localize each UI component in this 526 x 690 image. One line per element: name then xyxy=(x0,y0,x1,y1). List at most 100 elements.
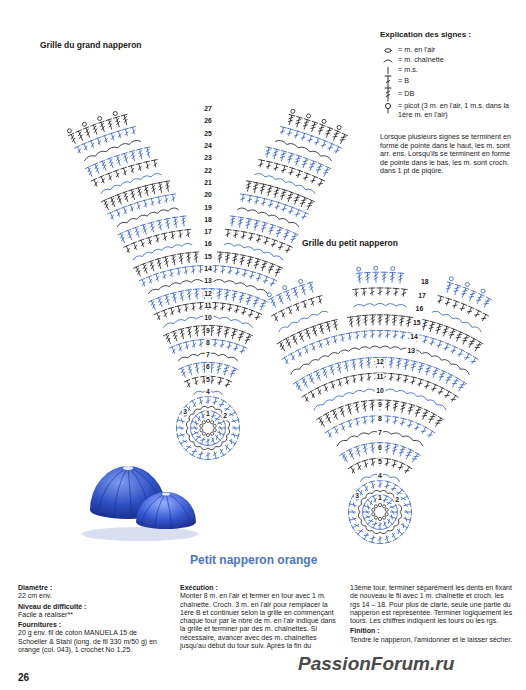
stitch-line xyxy=(201,438,204,444)
stitch-line xyxy=(341,136,345,138)
stitch-line xyxy=(217,328,221,330)
stitch-line xyxy=(460,384,464,385)
chain-loop xyxy=(396,304,407,307)
stitch-line xyxy=(409,421,411,428)
stitch-line xyxy=(215,416,220,421)
chain-loop xyxy=(152,249,162,253)
stitch-line xyxy=(248,256,254,257)
chain-loop xyxy=(172,245,182,248)
stitch-line xyxy=(146,149,149,152)
stitch-line xyxy=(444,327,447,336)
stitch-line xyxy=(254,220,260,221)
stitch-line xyxy=(363,512,370,513)
stitch-line xyxy=(411,381,415,382)
stitch-line xyxy=(350,518,357,520)
chain-loop xyxy=(228,357,238,361)
stitch-line xyxy=(352,469,354,473)
stitch-line xyxy=(276,269,280,271)
chain-loop xyxy=(254,249,264,253)
stitch-line xyxy=(371,537,375,538)
stitch-line xyxy=(215,266,216,273)
stitch-line xyxy=(346,420,352,422)
chain-loop xyxy=(300,364,309,369)
stitch-line xyxy=(361,444,367,445)
stitch-line xyxy=(149,279,151,283)
stitch-line xyxy=(110,162,113,165)
stitch-line xyxy=(129,150,135,152)
stitch-line xyxy=(369,458,375,460)
stitch-line xyxy=(421,430,425,431)
stitch-line xyxy=(407,322,411,324)
stitch-line xyxy=(241,198,245,200)
stitch-line xyxy=(343,454,345,458)
stitch-line xyxy=(275,164,277,171)
stitch-line xyxy=(341,337,344,340)
stitch-line xyxy=(343,361,349,362)
stitch-line xyxy=(239,331,242,340)
stitch-line xyxy=(363,420,366,423)
stitch-line xyxy=(144,200,146,207)
stitch-line xyxy=(109,159,112,162)
stitch-line xyxy=(222,303,224,310)
stitch-line xyxy=(136,231,139,234)
stitch-line xyxy=(450,329,454,338)
stitch-line xyxy=(318,163,324,165)
stitch-line xyxy=(334,320,336,330)
chain-loop xyxy=(258,212,268,216)
stitch-line xyxy=(304,122,308,123)
stitch-line xyxy=(254,185,258,187)
stitch-line xyxy=(336,146,341,149)
stitch-line xyxy=(422,427,425,433)
stitch-line xyxy=(337,364,340,367)
stitch-line xyxy=(412,361,418,362)
stitch-line xyxy=(170,193,176,195)
sea-urchin-photo xyxy=(82,466,198,541)
stitch-line xyxy=(227,304,233,305)
stitch-line xyxy=(187,230,189,237)
stitch-line xyxy=(274,163,280,165)
stitch-line xyxy=(153,304,155,308)
stitch-line xyxy=(187,381,190,387)
stitch-line xyxy=(109,132,115,134)
stitch-line xyxy=(288,120,292,121)
stitch-line xyxy=(173,194,174,201)
stitch-line xyxy=(270,263,276,265)
stitch-line xyxy=(406,494,409,499)
chain-loop xyxy=(162,247,172,251)
stitch-line xyxy=(307,205,311,207)
stitch-line xyxy=(402,419,404,426)
stitch-line xyxy=(229,267,231,274)
chain-loop xyxy=(421,353,431,357)
stitch-line xyxy=(388,519,390,523)
stitch-line xyxy=(135,202,141,204)
stitch-line xyxy=(95,164,99,173)
stitch-line xyxy=(397,361,401,363)
chain-loop xyxy=(194,442,200,447)
stitch-line xyxy=(365,461,367,468)
stitch-line xyxy=(179,255,182,258)
stitch-line xyxy=(397,529,402,534)
stitch-line xyxy=(316,372,318,376)
stitch-line xyxy=(271,313,276,316)
chain-loop xyxy=(353,304,364,307)
stitch-line xyxy=(364,516,370,519)
stitch-line xyxy=(181,329,184,339)
stitch-line xyxy=(114,209,120,211)
stitch-line xyxy=(174,222,177,225)
stitch-line xyxy=(401,336,405,338)
chain-loop xyxy=(222,436,227,442)
picot xyxy=(113,111,117,115)
stitch-line xyxy=(371,462,374,465)
stitch-line xyxy=(128,204,134,206)
stitch-line xyxy=(362,292,365,295)
stitch-line xyxy=(208,439,209,446)
stitch-line xyxy=(289,115,292,125)
stitch-line xyxy=(299,284,305,286)
stitch-line xyxy=(186,289,192,291)
stitch-line xyxy=(226,255,230,257)
chain-loop xyxy=(370,346,380,348)
stitch-line xyxy=(404,379,408,381)
stitch-line xyxy=(195,331,198,334)
stitch-line xyxy=(397,492,401,494)
stitch-line xyxy=(173,349,175,353)
